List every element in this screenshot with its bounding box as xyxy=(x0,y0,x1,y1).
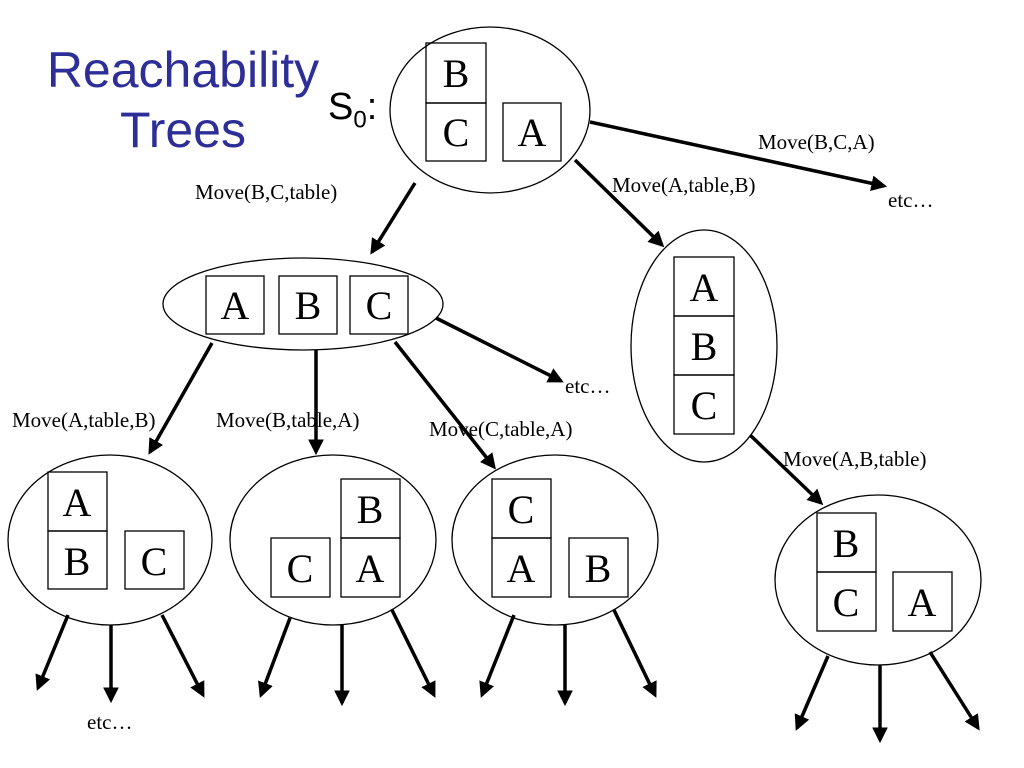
n1-block-b: B xyxy=(278,275,338,335)
label-move-a-table-b: Move(A,table,B) xyxy=(612,173,755,197)
state-subscript: 0 xyxy=(353,106,367,134)
edge-n1-to-n5 xyxy=(393,340,496,470)
edge-s0-to-etc xyxy=(589,120,888,192)
n3-block-c: C xyxy=(124,530,185,590)
node-n2 xyxy=(630,229,778,463)
svg-text:C: C xyxy=(508,487,535,532)
node-n4 xyxy=(229,454,437,626)
label-move-bc-table: Move(B,C,table) xyxy=(195,180,337,204)
edge-s0-to-n1 xyxy=(370,182,417,255)
edge-n4-child-right xyxy=(390,609,436,698)
initial-state-label: S0: xyxy=(328,86,377,135)
svg-text:B: B xyxy=(64,539,91,584)
s0-block-c: C xyxy=(425,102,487,162)
svg-text:C: C xyxy=(366,283,393,328)
label-etc-top: etc… xyxy=(888,188,933,212)
edge-n2-to-n6 xyxy=(748,433,824,506)
svg-text:B: B xyxy=(585,546,612,591)
svg-text:B: B xyxy=(833,521,860,566)
node-n3 xyxy=(7,454,213,626)
svg-text:A: A xyxy=(518,110,547,155)
node-s0 xyxy=(389,26,591,194)
svg-text:B: B xyxy=(691,324,718,369)
n4-block-a: A xyxy=(340,537,401,598)
title-line-1: Reachability xyxy=(46,42,320,98)
svg-text:B: B xyxy=(295,283,322,328)
n1-block-c: C xyxy=(349,275,409,335)
state-colon: : xyxy=(366,86,378,128)
page-title: Reachability Trees xyxy=(18,40,348,160)
n6-block-c: C xyxy=(816,571,877,632)
svg-text:A: A xyxy=(356,546,385,591)
svg-text:A: A xyxy=(908,580,937,625)
label-etc-bottom: etc… xyxy=(87,710,132,734)
svg-text:B: B xyxy=(357,487,384,532)
svg-text:C: C xyxy=(443,110,470,155)
node-n5 xyxy=(451,454,659,626)
edge-n5-child-right xyxy=(612,609,657,698)
label-etc-mid: etc… xyxy=(565,374,610,398)
n3-block-b: B xyxy=(47,530,108,590)
edge-s0-to-n2 xyxy=(573,158,665,248)
label-move-a-b-table: Move(A,B,table) xyxy=(783,447,926,471)
svg-text:A: A xyxy=(221,283,250,328)
n3-block-a: A xyxy=(47,471,108,532)
title-line-2: Trees xyxy=(120,102,246,158)
edge-n5-child-left xyxy=(479,614,516,698)
svg-text:C: C xyxy=(141,539,168,584)
node-n1 xyxy=(162,257,444,351)
svg-text:A: A xyxy=(507,546,536,591)
n5-block-b: B xyxy=(568,537,629,598)
svg-text:C: C xyxy=(833,580,860,625)
svg-text:C: C xyxy=(287,546,314,591)
edge-n4-child-left xyxy=(258,617,292,698)
n2-block-b: B xyxy=(673,315,735,376)
edge-n3-child-right xyxy=(160,614,205,698)
label-move-bca: Move(B,C,A) xyxy=(758,130,875,154)
label-move-a-table-b-2: Move(A,table,B) xyxy=(12,408,155,432)
svg-text:A: A xyxy=(690,265,719,310)
state-letter: S xyxy=(328,86,354,128)
n2-block-a: A xyxy=(673,256,735,317)
n2-block-c: C xyxy=(673,374,735,435)
edge-n6-child-left xyxy=(794,655,830,731)
edge-n1-to-etc xyxy=(435,316,564,383)
svg-text:C: C xyxy=(691,383,718,428)
edge-n3-child-left xyxy=(35,614,70,691)
label-move-c-table-a: Move(C,table,A) xyxy=(429,417,572,441)
edge-n1-to-n3 xyxy=(148,342,214,455)
s0-block-a: A xyxy=(502,102,562,162)
label-move-b-table-a: Move(B,table,A) xyxy=(216,408,359,432)
svg-text:A: A xyxy=(63,480,92,525)
n6-block-a: A xyxy=(892,571,953,632)
n1-block-a: A xyxy=(205,275,265,335)
node-n6 xyxy=(774,494,982,666)
edge-n6-child-right xyxy=(928,651,980,731)
n5-block-a: A xyxy=(491,537,552,598)
n4-block-c: C xyxy=(270,537,331,598)
svg-text:B: B xyxy=(443,51,470,96)
